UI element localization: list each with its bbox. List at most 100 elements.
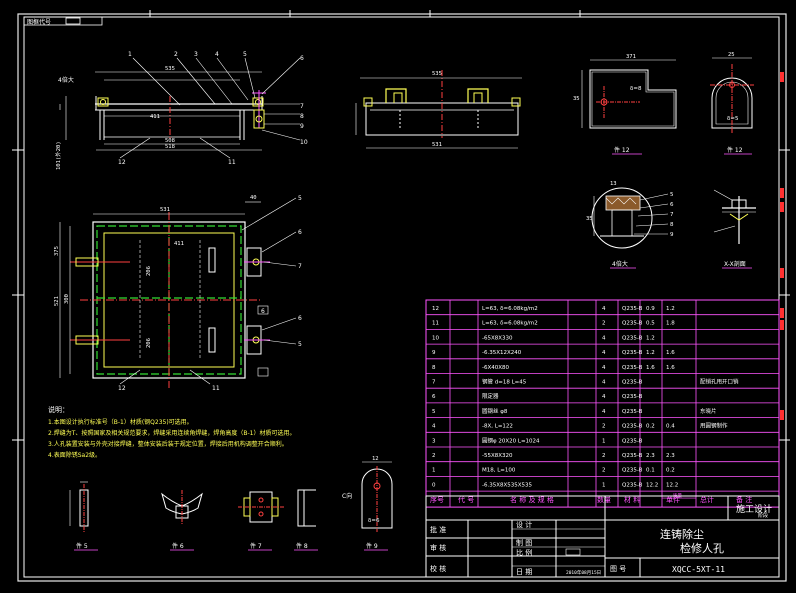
enlarge-b6: 6 bbox=[670, 202, 674, 208]
enlarge-b8: 8 bbox=[670, 222, 674, 228]
bom-cell-qty: 2 bbox=[602, 321, 606, 327]
side-dim-2: 531 bbox=[432, 142, 442, 148]
bom-header-4: 材 料 bbox=[624, 495, 640, 504]
plan-b1: 5 bbox=[298, 195, 302, 202]
balloon-11: 11 bbox=[228, 159, 236, 166]
outer-frame bbox=[17, 13, 787, 582]
detail12-view: 件 12 bbox=[614, 146, 630, 154]
bom-cell-total: 1.6 bbox=[666, 365, 675, 371]
bom-cell-qty: 4 bbox=[602, 394, 606, 400]
company-sub: 阶段 bbox=[758, 512, 768, 519]
bom-header-1: 代 号 bbox=[458, 495, 474, 504]
right-edge-markers bbox=[780, 72, 784, 420]
bom-cell-material: Q235-B bbox=[622, 409, 643, 415]
bom-cell-name: -6.35X8X535X535 bbox=[482, 482, 533, 488]
enlarge-view-label: 4倍大 bbox=[612, 260, 628, 268]
plan-dim-l4: 300 bbox=[64, 294, 70, 304]
detail12b-dim: 25 bbox=[728, 52, 735, 58]
balloon-2: 2 bbox=[174, 51, 178, 58]
plan-dim-top: 531 bbox=[160, 207, 170, 213]
bom-cell-no: 3 bbox=[432, 438, 436, 444]
bom-cell-qty: 4 bbox=[602, 409, 606, 415]
enlarge-b5: 5 bbox=[670, 192, 674, 198]
bom-cell-remark: 配销孔用开口销 bbox=[700, 378, 739, 386]
plan-dim-right: 40 bbox=[250, 195, 257, 201]
enlarge-b7: 7 bbox=[670, 212, 674, 218]
bom-cell-name: -6.35X12X240 bbox=[482, 350, 522, 356]
bom-cell-qty: 2 bbox=[602, 453, 606, 459]
bom-cell-qty: 1 bbox=[602, 438, 606, 444]
enlarge-dim-a: 35 bbox=[586, 216, 593, 222]
bom-header-7: 备 注 bbox=[736, 495, 752, 504]
dim-height: 101(外20) bbox=[54, 141, 62, 170]
bom-header-6: 总计 bbox=[700, 495, 714, 504]
detail-part-12b: 25 δ=5 件 12 bbox=[710, 52, 754, 155]
plan-b12: 12 bbox=[118, 385, 126, 392]
small-views: 件 5 件 6 件 7 件 8 C向 δ=6 12 件 9 bbox=[69, 456, 393, 551]
detail12-dim-2: 35 bbox=[573, 96, 580, 102]
plan-dim-inner: 411 bbox=[174, 241, 184, 247]
bom-cell-qty: 1 bbox=[602, 482, 606, 488]
bom-cell-unit: 1.2 bbox=[646, 335, 655, 341]
bom-header-2: 名 称 及 规 格 bbox=[510, 495, 554, 504]
bom-cell-no: 10 bbox=[432, 335, 439, 341]
plan-b3: 7 bbox=[298, 263, 302, 270]
notes-line-2: 2.焊缝为T、按照国家及相关规范要求，焊缝采用连续角焊缝，焊角高度（B-1）材质… bbox=[48, 429, 296, 437]
bom-cell-name: M18, L=100 bbox=[482, 468, 516, 474]
bom-cell-material: Q235-B bbox=[622, 350, 643, 356]
tb-review: 审 核 bbox=[430, 543, 446, 552]
detail12-thk: δ=8 bbox=[630, 86, 642, 92]
company-name: 施工设计 bbox=[736, 503, 772, 515]
bom-cell-name: -65X8X330 bbox=[482, 335, 513, 341]
title-block: 施工设计 阶段 连铸除尘 检修人孔 图 号 XQCC-5XT-11 批 准 审 … bbox=[425, 495, 780, 578]
detail-part-12: 371 35 δ=8 件 12 bbox=[573, 54, 677, 155]
bom-header-0: 序号 bbox=[430, 495, 444, 504]
bom-cell-remark: 用圆钢制作 bbox=[700, 422, 728, 430]
bom-cell-total: 1.8 bbox=[666, 321, 675, 327]
tb-check: 校 核 bbox=[430, 564, 446, 573]
bom-cell-qty: 4 bbox=[602, 350, 606, 356]
bom-cell-unit: 0.1 bbox=[646, 468, 655, 474]
bom-cell-material: Q235-B bbox=[622, 306, 643, 312]
bom-cell-material: Q235-B bbox=[622, 335, 643, 341]
plan-dim-in3: 206 bbox=[146, 338, 152, 348]
bom-cell-no: 6 bbox=[432, 394, 436, 400]
plan-view: 531 40 411 375 521 300 206 206 5 6 7 6 5… bbox=[54, 195, 302, 392]
bom-cell-material: Q235-B bbox=[622, 468, 643, 474]
plan-dim-l1: 375 bbox=[54, 246, 60, 256]
drawing-title-1: 连铸除尘 bbox=[660, 527, 704, 541]
view-part-7: 件 7 bbox=[250, 542, 262, 550]
dim-bottom-1: 508 bbox=[165, 138, 175, 144]
tb-date-value: 2010年08月15日 bbox=[566, 569, 601, 576]
main-elevation: 1 2 3 4 5 6 7 8 9 10 12 11 535 411 508 5… bbox=[54, 51, 308, 170]
bom-cell-no: 7 bbox=[432, 380, 436, 386]
bom-cell-material: Q235-B bbox=[622, 438, 643, 444]
bom-cell-qty: 4 bbox=[602, 380, 606, 386]
balloon-8: 8 bbox=[300, 113, 304, 120]
balloon-4: 4 bbox=[215, 51, 219, 58]
notes-title: 说明： bbox=[48, 405, 69, 414]
bom-cell-unit: 1.6 bbox=[646, 365, 655, 371]
bom-cell-material: Q235-B bbox=[622, 394, 643, 400]
bom-cell-qty: 4 bbox=[602, 365, 606, 371]
bom-cell-total: 1.2 bbox=[666, 306, 675, 312]
bom-cell-material: Q235-B bbox=[622, 365, 643, 371]
bom-cell-qty: 4 bbox=[602, 306, 606, 312]
bom-cell-name: 钢管 d=18 L=45 bbox=[482, 378, 527, 386]
bom-cell-no: 8 bbox=[432, 365, 436, 371]
balloon-3: 3 bbox=[194, 51, 198, 58]
view-part-8: 件 8 bbox=[296, 542, 308, 550]
enlarge-dim-b: 13 bbox=[610, 181, 617, 187]
view-part-9-thk: δ=6 bbox=[368, 518, 380, 524]
